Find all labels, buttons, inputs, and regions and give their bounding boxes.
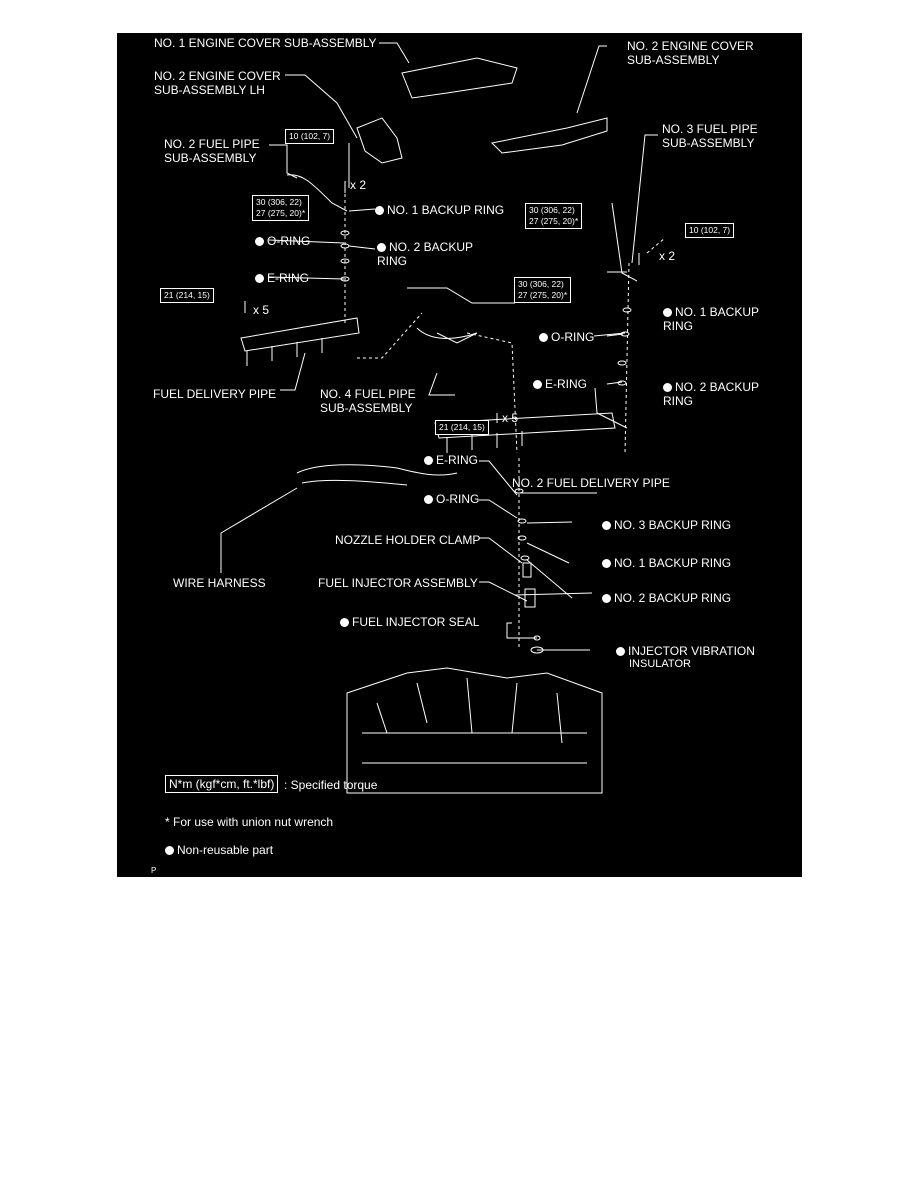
label-e-ring-left: E-RING	[255, 271, 309, 285]
legend-non-reusable: Non-reusable part	[165, 843, 273, 857]
torque-box: 21 (214, 15)	[435, 420, 489, 435]
label-o-ring-left: O-RING	[255, 234, 310, 248]
label-backup-ring-2-right: NO. 2 BACKUP RING	[663, 380, 760, 408]
label-e-ring-lower: E-RING	[424, 453, 478, 467]
label-backup-ring-2-lower: NO. 2 BACKUP RING	[602, 591, 731, 605]
label-fuel-delivery-pipe: FUEL DELIVERY PIPE	[153, 387, 277, 401]
label-backup-ring-1-lower: NO. 1 BACKUP RING	[602, 556, 731, 570]
label-fuel-injector-assembly: FUEL INJECTOR ASSEMBLY	[318, 576, 478, 590]
label-engine-cover-1: NO. 1 ENGINE COVER SUB-ASSEMBLY	[154, 36, 377, 50]
label-backup-ring-2-left: NO. 2 BACKUP RING	[377, 240, 474, 268]
label-engine-cover-2: NO. 2 ENGINE COVER SUB-ASSEMBLY	[627, 39, 754, 67]
label-o-ring-right: O-RING	[539, 330, 594, 344]
label-fuel-delivery-pipe-2: NO. 2 FUEL DELIVERY PIPE	[512, 476, 670, 490]
label-fuel-pipe-4: NO. 4 FUEL PIPE SUB-ASSEMBLY	[320, 387, 416, 415]
torque-box: 10 (102, 7)	[685, 223, 735, 238]
label-fuel-pipe-2: NO. 2 FUEL PIPE SUB-ASSEMBLY	[164, 137, 260, 165]
label-o-ring-lower: O-RING	[424, 492, 479, 506]
label-insulator: INSULATOR	[629, 658, 691, 670]
label-injector-vibration: INJECTOR VIBRATION	[616, 644, 755, 658]
qty-label: x 5	[253, 303, 270, 317]
corner-mark: P	[151, 866, 157, 875]
qty-label: x 2	[659, 249, 676, 263]
legend-torque-desc: : Specified torque	[284, 778, 378, 792]
label-backup-ring-3-lower: NO. 3 BACKUP RING	[602, 518, 731, 532]
torque-box: 30 (306, 22) 27 (275, 20)*	[252, 195, 310, 221]
qty-label: x 2	[350, 178, 367, 192]
label-nozzle-holder-clamp: NOZZLE HOLDER CLAMP	[335, 533, 481, 547]
diagram-panel: NO. 1 ENGINE COVER SUB-ASSEMBLY NO. 2 EN…	[117, 33, 802, 877]
torque-box: 30 (306, 22) 27 (275, 20)*	[525, 203, 583, 229]
qty-label: x 5	[502, 411, 519, 425]
label-backup-ring-1-right: NO. 1 BACKUP RING	[663, 305, 760, 333]
label-fuel-pipe-3: NO. 3 FUEL PIPE SUB-ASSEMBLY	[662, 122, 758, 150]
torque-box: 30 (306, 22) 27 (275, 20)*	[514, 277, 572, 303]
label-e-ring-right: E-RING	[533, 377, 587, 391]
label-wire-harness: WIRE HARNESS	[173, 576, 266, 590]
legend-union-nut: * For use with union nut wrench	[165, 815, 334, 829]
torque-box: 21 (214, 15)	[160, 288, 214, 303]
legend-torque-unit: N*m (kgf*cm, ft.*lbf)	[165, 775, 279, 793]
label-fuel-injector-seal: FUEL INJECTOR SEAL	[340, 615, 479, 629]
torque-box: 10 (102, 7)	[285, 129, 335, 144]
label-backup-ring-1-left: NO. 1 BACKUP RING	[375, 203, 504, 217]
label-engine-cover-2-lh: NO. 2 ENGINE COVER SUB-ASSEMBLY LH	[154, 69, 281, 97]
